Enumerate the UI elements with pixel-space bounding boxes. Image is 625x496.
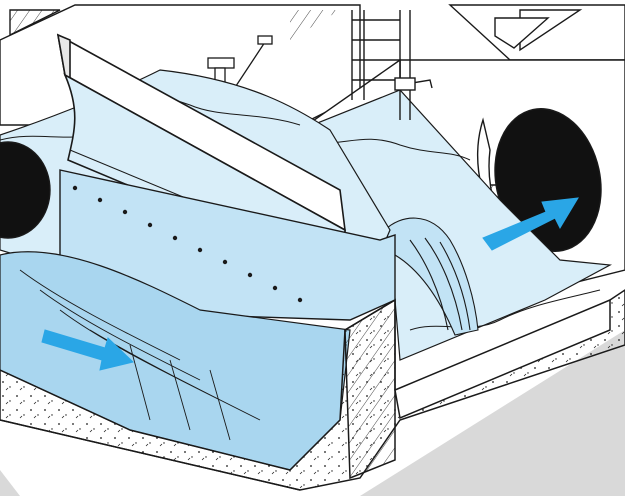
bolt-row: [72, 185, 303, 303]
lower-channel-streamlines: [19, 269, 261, 441]
foreground-concrete: [0, 289, 625, 491]
inflow-pipe-opening-icon: [0, 141, 51, 239]
overflow-nappe: [384, 217, 479, 336]
ground-shadow-left: [0, 470, 20, 496]
outflow-arrow-icon: [482, 197, 579, 251]
inflow-arrow-icon: [41, 329, 135, 371]
ladder-icon: [351, 10, 433, 120]
ground-shadow: [360, 330, 625, 496]
outflow-pipe-opening-icon: [494, 108, 602, 252]
inflow-pipe: [0, 141, 51, 239]
